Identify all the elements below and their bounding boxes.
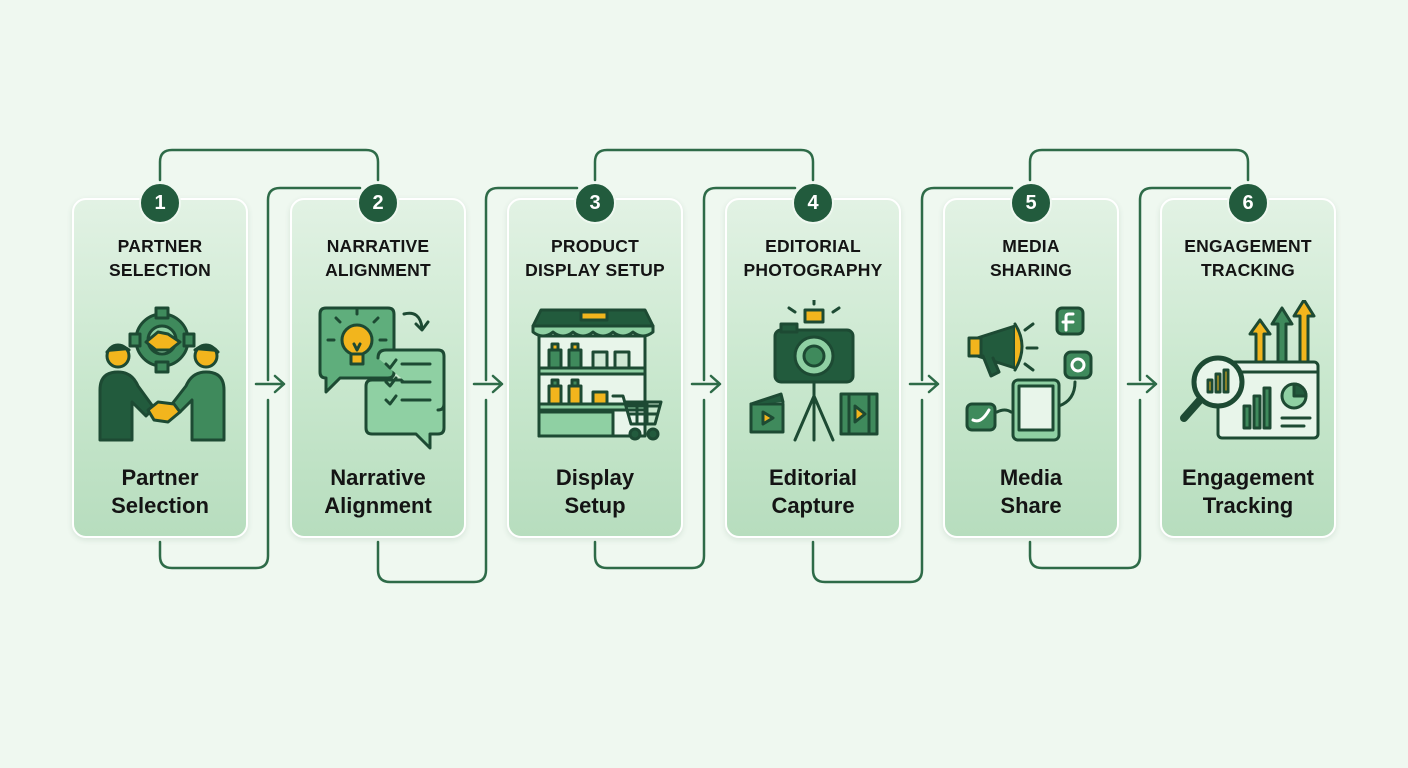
step-caption: Engagement Tracking bbox=[1181, 465, 1315, 518]
step-caption: Editorial Capture bbox=[768, 465, 857, 518]
step-heading: EDITORIAL PHOTOGRAPHY bbox=[743, 236, 883, 280]
step-heading: PARTNER SELECTION bbox=[109, 236, 211, 280]
step-heading: PRODUCT DISPLAY SETUP bbox=[525, 236, 665, 280]
loop-top-5-6 bbox=[1028, 148, 1250, 182]
analytics-chart-icon bbox=[1180, 300, 1320, 440]
megaphone-social-icon bbox=[965, 306, 1093, 442]
step-card-1: 1 PARTNER SELECTION Partner Selection bbox=[72, 182, 248, 538]
step-heading: NARRATIVE ALIGNMENT bbox=[325, 236, 431, 280]
loop-bottom-4 bbox=[811, 398, 924, 584]
arrow-4-5 bbox=[908, 374, 940, 394]
step-card-5: 5 MEDIA SHARING Media Share bbox=[943, 182, 1119, 538]
step-card-2: 2 NARRATIVE ALIGNMENT Narrative Alignmen… bbox=[290, 182, 466, 538]
loop-bottom-3 bbox=[593, 398, 706, 570]
step-number-badge: 6 bbox=[1227, 182, 1269, 224]
step-card-6: 6 ENGAGEMENT TRACKING Engagement Trackin… bbox=[1160, 182, 1336, 538]
step-card-4: 4 EDITORIAL PHOTOGRAPHY Editorial Captur… bbox=[725, 182, 901, 538]
camera-tripod-icon bbox=[749, 300, 879, 442]
step-caption: Narrative Alignment bbox=[324, 465, 432, 518]
handshake-icon bbox=[98, 306, 226, 442]
link-upper-2 bbox=[266, 186, 362, 382]
store-shelf-icon bbox=[531, 308, 663, 441]
lightbulb-chat-icon bbox=[318, 306, 446, 450]
step-heading: MEDIA SHARING bbox=[989, 236, 1073, 280]
link-upper-3 bbox=[484, 186, 579, 382]
loop-top-1-2 bbox=[158, 148, 380, 182]
link-upper-5 bbox=[920, 186, 1014, 382]
link-upper-4 bbox=[702, 186, 797, 382]
step-number-badge: 4 bbox=[792, 182, 834, 224]
arrow-5-6 bbox=[1126, 374, 1158, 394]
arrow-1-2 bbox=[254, 374, 286, 394]
arrow-2-3 bbox=[472, 374, 504, 394]
loop-bottom-5 bbox=[1028, 398, 1142, 570]
step-caption: Partner Selection bbox=[111, 465, 209, 518]
arrow-3-4 bbox=[690, 374, 722, 394]
step-number-badge: 3 bbox=[574, 182, 616, 224]
link-upper-6 bbox=[1138, 186, 1232, 382]
loop-bottom-1 bbox=[158, 398, 270, 570]
step-card-3: 3 PRODUCT DISPLAY SETUP Display Setup bbox=[507, 182, 683, 538]
step-caption: Media Share bbox=[999, 465, 1063, 518]
loop-bottom-2 bbox=[376, 398, 488, 584]
loop-top-3-4 bbox=[593, 148, 815, 182]
step-number-badge: 2 bbox=[357, 182, 399, 224]
step-heading: ENGAGEMENT TRACKING bbox=[1184, 236, 1312, 280]
step-caption: Display Setup bbox=[555, 465, 635, 518]
step-number-badge: 5 bbox=[1010, 182, 1052, 224]
step-number-badge: 1 bbox=[139, 182, 181, 224]
